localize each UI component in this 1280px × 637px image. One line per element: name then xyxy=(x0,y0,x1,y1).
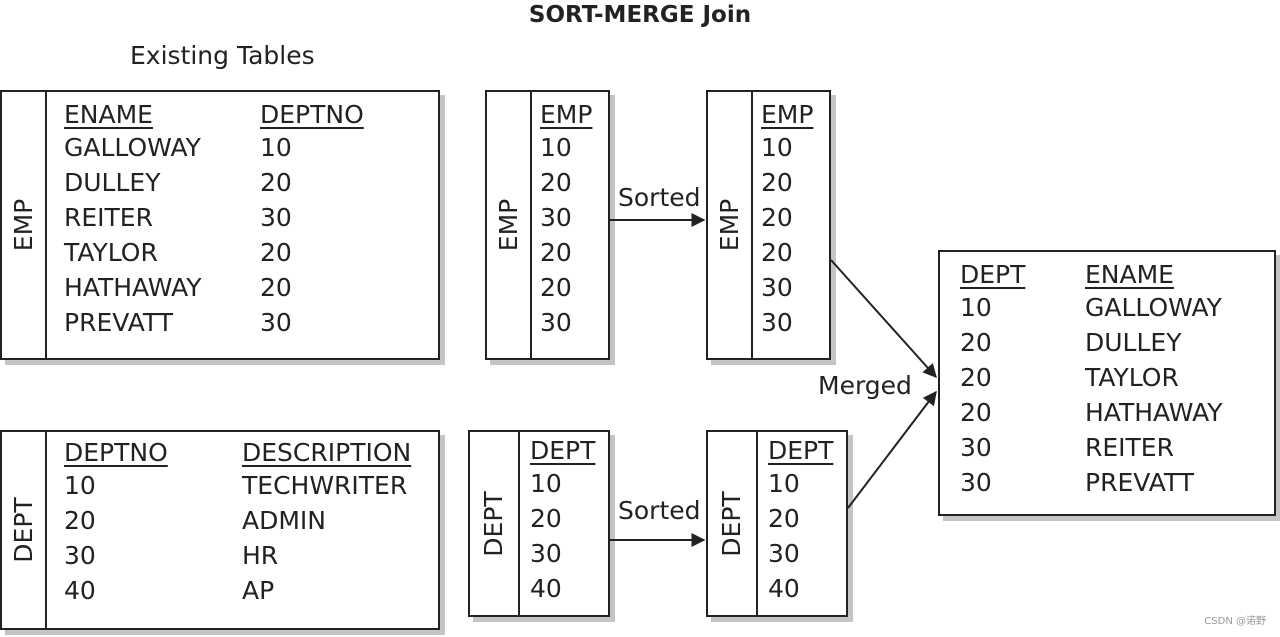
table-cell: REITER xyxy=(1085,433,1174,462)
dept-side-label: DEPT xyxy=(2,432,47,628)
table-cell: 30 xyxy=(960,468,992,497)
table-cell: PREVATT xyxy=(64,308,174,337)
dept-unsorted-table: DEPT DEPT 10 20 30 40 xyxy=(468,430,610,617)
ename-column: ENAME GALLOWAY DULLEY REITER TAYLOR HATHAWAY P… xyxy=(64,100,202,340)
table-cell: ADMIN xyxy=(242,506,326,535)
diagram-title: SORT-MERGE Join xyxy=(528,2,752,28)
table-cell: 20 xyxy=(960,398,992,427)
table-cell: 10 xyxy=(761,133,793,162)
dept-column: DEPT 10 20 30 40 xyxy=(530,436,595,606)
emp-side-label: EMP xyxy=(708,92,753,358)
table-cell: HATHAWAY xyxy=(1085,398,1223,427)
dept-column: DEPT 10 20 30 40 xyxy=(768,436,833,606)
merged-result-table: DEPT 10 20 20 20 30 30 ENAME GALLOWAY DULLEY TAYL… xyxy=(938,250,1276,516)
table-cell: 30 xyxy=(530,539,562,568)
table-cell: 20 xyxy=(761,168,793,197)
emp-unsorted-table: EMP EMP 10 20 30 20 20 30 xyxy=(485,90,610,360)
column-header: DEPT xyxy=(768,436,834,465)
table-cell: 20 xyxy=(540,238,572,267)
column-header: DEPTNO xyxy=(64,438,168,467)
emp-side-label: EMP xyxy=(2,92,47,358)
table-cell: 10 xyxy=(530,469,562,498)
column-header: DESCRIPTION xyxy=(242,438,412,467)
table-cell: 30 xyxy=(64,541,96,570)
merge-arrow xyxy=(830,259,937,379)
table-cell: 20 xyxy=(540,168,572,197)
merge-arrow xyxy=(847,390,937,509)
table-cell: 30 xyxy=(260,308,292,337)
column-header: DEPT xyxy=(530,436,596,465)
table-cell: 20 xyxy=(260,238,292,267)
sorted-label: Sorted xyxy=(618,183,701,212)
table-cell: 20 xyxy=(768,504,800,533)
ename-column: ENAME GALLOWAY DULLEY TAYLOR HATHAWAY REITER P… xyxy=(1085,260,1223,500)
table-cell: GALLOWAY xyxy=(1085,293,1222,322)
merged-label: Merged xyxy=(818,371,912,400)
table-cell: 30 xyxy=(761,308,793,337)
emp-side-label: EMP xyxy=(487,92,532,358)
table-cell: 20 xyxy=(530,504,562,533)
watermark: CSDN @诺野 xyxy=(1204,616,1266,627)
table-cell: 10 xyxy=(260,133,292,162)
table-cell: 40 xyxy=(530,574,562,603)
existing-tables-label: Existing Tables xyxy=(130,41,315,70)
sorted-label: Sorted xyxy=(618,496,701,525)
table-cell: 20 xyxy=(260,273,292,302)
emp-column: EMP 10 20 30 20 20 30 xyxy=(540,100,592,340)
table-cell: AP xyxy=(242,576,275,605)
table-cell: TAYLOR xyxy=(1085,363,1179,392)
column-header: DEPTNO xyxy=(260,100,364,129)
column-header: EMP xyxy=(761,100,814,129)
table-cell: HATHAWAY xyxy=(64,273,202,302)
emp-sorted-table: EMP EMP 10 20 20 20 30 30 xyxy=(706,90,831,360)
table-cell: 30 xyxy=(540,308,572,337)
table-cell: 20 xyxy=(960,328,992,357)
table-cell: PREVATT xyxy=(1085,468,1195,497)
table-cell: 20 xyxy=(540,273,572,302)
description-column: DESCRIPTION TECHWRITER ADMIN HR AP xyxy=(242,438,411,608)
table-cell: 20 xyxy=(761,203,793,232)
deptno-column: DEPTNO 10 20 30 20 20 30 xyxy=(260,100,364,340)
table-cell: 40 xyxy=(64,576,96,605)
table-cell: 40 xyxy=(768,574,800,603)
column-header: ENAME xyxy=(64,100,153,129)
emp-column: EMP 10 20 20 20 30 30 xyxy=(761,100,813,340)
column-header: DEPT xyxy=(960,260,1026,289)
dept-sorted-table: DEPT DEPT 10 20 30 40 xyxy=(706,430,848,617)
dept-existing-table: DEPT DEPTNO 10 20 30 40 DESCRIPTION TECHWRITE… xyxy=(0,430,440,630)
table-cell: GALLOWAY xyxy=(64,133,201,162)
table-cell: 30 xyxy=(768,539,800,568)
table-cell: DULLEY xyxy=(1085,328,1182,357)
table-cell: 30 xyxy=(540,203,572,232)
table-cell: 20 xyxy=(960,363,992,392)
table-cell: REITER xyxy=(64,203,153,232)
dept-side-label: DEPT xyxy=(708,432,758,615)
table-cell: 20 xyxy=(761,238,793,267)
table-cell: 30 xyxy=(260,203,292,232)
table-cell: 30 xyxy=(761,273,793,302)
emp-existing-table: EMP ENAME GALLOWAY DULLEY REITER TAYLOR HATHA… xyxy=(0,90,440,360)
table-cell: TAYLOR xyxy=(64,238,158,267)
table-cell: 10 xyxy=(540,133,572,162)
table-cell: TECHWRITER xyxy=(242,471,408,500)
column-header: ENAME xyxy=(1085,260,1174,289)
deptno-column: DEPTNO 10 20 30 40 xyxy=(64,438,168,608)
dept-side-label: DEPT xyxy=(470,432,520,615)
table-cell: 10 xyxy=(768,469,800,498)
table-cell: HR xyxy=(242,541,279,570)
table-cell: 10 xyxy=(64,471,96,500)
table-cell: 30 xyxy=(960,433,992,462)
table-cell: 20 xyxy=(64,506,96,535)
table-cell: DULLEY xyxy=(64,168,161,197)
table-cell: 10 xyxy=(960,293,992,322)
dept-column: DEPT 10 20 20 20 30 30 xyxy=(960,260,1025,500)
table-cell: 20 xyxy=(260,168,292,197)
column-header: EMP xyxy=(540,100,593,129)
